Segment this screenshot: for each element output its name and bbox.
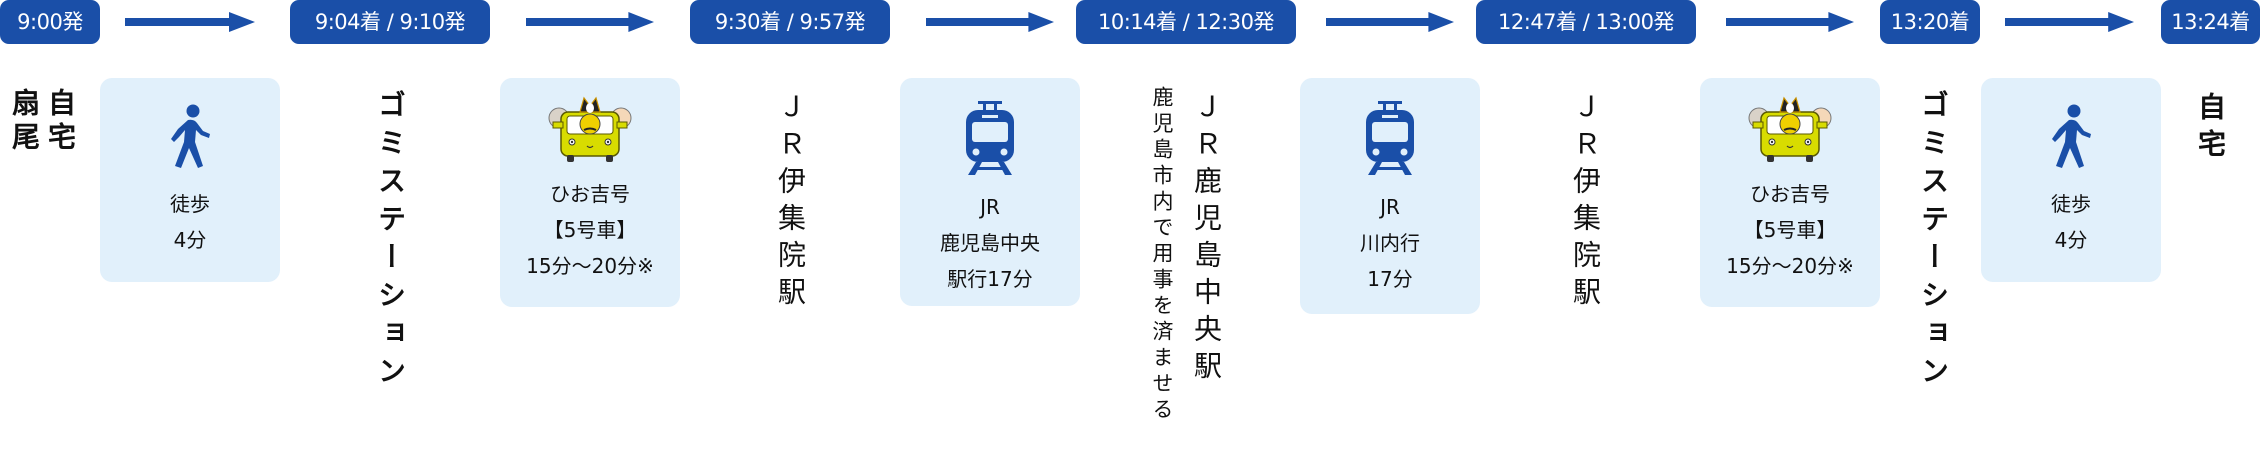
leg-card-walk-return: 徒歩 4分 [1981, 78, 2161, 282]
stop-label: 自宅 [44, 88, 77, 156]
right-arrow-icon [125, 12, 255, 32]
time-badge-ijuin-station-return: 12:47着 / 13:00発 [1476, 0, 1696, 44]
leg-destination: 川内行 [1360, 231, 1420, 255]
community-van-icon [1747, 94, 1833, 164]
walking-person-icon [2049, 104, 2093, 172]
train-icon [1364, 101, 1416, 175]
leg-mode: ひお吉号 [1750, 182, 1830, 206]
leg-mode: ひお吉号 [550, 182, 630, 206]
leg-duration: 駅行17分 [947, 267, 1033, 291]
stop-jr-ijuin-station-return: ＪＲ伊集院駅 [1569, 92, 1602, 314]
leg-mode: 徒歩 [2051, 192, 2091, 216]
leg-duration: 17分 [1367, 267, 1413, 291]
leg-card-walk: 徒歩 4分 [100, 78, 280, 282]
right-arrow-icon [2005, 12, 2134, 32]
time-badge-garbage-station-return: 13:20着 [1880, 0, 1980, 44]
stop-note-errands: 鹿児島市内で用事を済ませる [1150, 86, 1174, 424]
right-arrow-icon [926, 12, 1054, 32]
leg-card-community-van-return: ひお吉号 【5号車】 15分～20分※ [1700, 78, 1880, 307]
train-icon [964, 101, 1016, 175]
walking-person-icon [168, 104, 212, 172]
stop-jr-ijuin-station: ＪＲ伊集院駅 [774, 92, 807, 314]
leg-destination: 鹿児島中央 [940, 231, 1040, 255]
leg-operator: JR [980, 195, 1000, 219]
leg-card-community-van: ひお吉号 【5号車】 15分～20分※ [500, 78, 680, 307]
time-badge-ijuin-station: 9:30着 / 9:57発 [690, 0, 890, 44]
stop-home: 自宅 [2194, 92, 2227, 166]
leg-duration: 4分 [173, 228, 207, 252]
leg-vehicle: 【5号車】 [1743, 218, 1837, 242]
leg-duration: 4分 [2054, 228, 2088, 252]
leg-card-train-to-sendai: JR 川内行 17分 [1300, 78, 1480, 314]
leg-duration: 15分～20分※ [526, 254, 654, 278]
right-arrow-icon [526, 12, 654, 32]
time-badge-home-arrival: 13:24着 [2161, 0, 2260, 44]
stop-sublabel: 扇尾 [8, 88, 41, 156]
leg-mode: 徒歩 [170, 192, 210, 216]
stop-garbage-station-return: ゴミステーション [1917, 90, 1950, 394]
leg-duration: 15分～20分※ [1726, 254, 1854, 278]
time-badge-start: 9:00発 [0, 0, 100, 44]
community-van-icon [547, 94, 633, 164]
leg-card-train-to-kagoshima: JR 鹿児島中央 駅行17分 [900, 78, 1080, 306]
time-badge-kagoshima-chuo-station: 10:14着 / 12:30発 [1076, 0, 1296, 44]
right-arrow-icon [1326, 12, 1454, 32]
stop-home-ogio: 自宅 扇尾 [6, 88, 78, 156]
stop-garbage-station: ゴミステーション [374, 90, 407, 394]
stop-jr-kagoshima-chuo-station: ＪＲ鹿児島中央駅 [1190, 92, 1223, 388]
leg-operator: JR [1380, 195, 1400, 219]
leg-vehicle: 【5号車】 [543, 218, 637, 242]
time-badge-garbage-station: 9:04着 / 9:10発 [290, 0, 490, 44]
right-arrow-icon [1726, 12, 1854, 32]
